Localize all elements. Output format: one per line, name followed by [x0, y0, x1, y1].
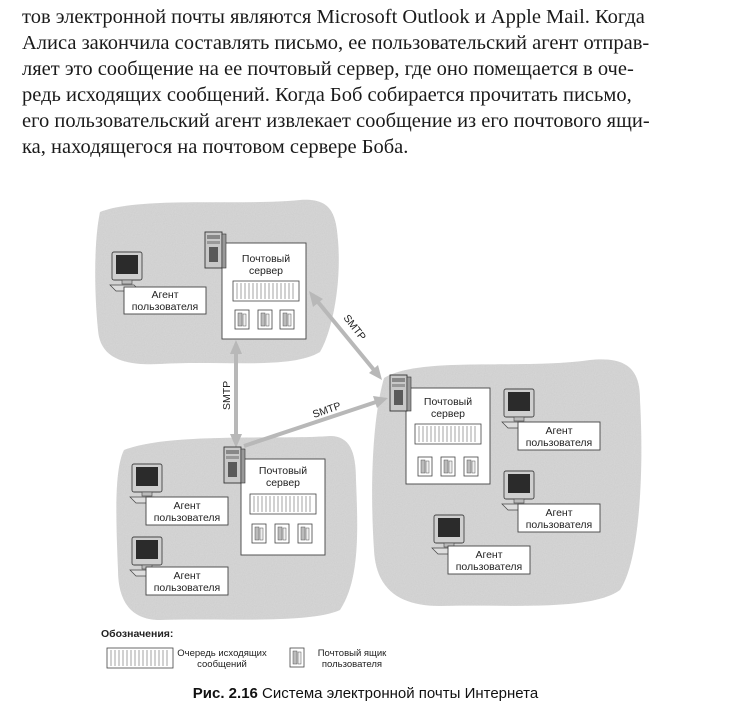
- user-agent-bottom-left-2: Агент пользователя: [129, 536, 229, 596]
- paragraph-line: его пользовательский агент извлекает соо…: [22, 110, 650, 132]
- paragraph-line: тов электронной почты являются Microsoft…: [22, 6, 645, 28]
- server-tower-icon: [389, 374, 412, 412]
- user-agent-right-1: Агент пользователя: [501, 388, 601, 451]
- caption-text: Система электронной почты Интернета: [257, 685, 539, 702]
- paragraph-line: ка, находящегося на почтовом сервере Боб…: [22, 136, 409, 158]
- user-agent-bottom-left-1: Агент пользователя: [129, 463, 229, 526]
- paragraph-line: Алиса закончила составлять письмо, ее по…: [22, 32, 650, 54]
- user-agent-top-left: Агент пользователя: [109, 251, 207, 315]
- legend-mailbox-icon: [289, 647, 305, 668]
- outgoing-queue-icon: [232, 280, 300, 302]
- agent-label-line1: Агент: [545, 507, 572, 519]
- server-label-line2: сервер: [431, 408, 465, 420]
- user-agent-right-2: Агент пользователя: [501, 470, 601, 533]
- mailbox-icon: [234, 309, 250, 330]
- mailbox-icon: [257, 309, 273, 330]
- caption-number: Рис. 2.16: [192, 685, 258, 702]
- smtp-label-diag-top: SMTP: [341, 312, 368, 342]
- legend-queue-label-line2: сообщений: [197, 659, 247, 670]
- paragraph-line: ляет это сообщение на ее почтовый сервер…: [22, 58, 634, 80]
- agent-label-line2: пользователя: [526, 519, 593, 531]
- mailbox-icon: [440, 456, 456, 477]
- server-label-line1: Почтовый: [424, 396, 472, 408]
- mailbox-icon: [463, 456, 479, 477]
- server-label-line2: сервер: [266, 477, 300, 489]
- mailbox-icon: [279, 309, 295, 330]
- server-label-line1: Почтовый: [259, 465, 307, 477]
- agent-label-line1: Агент: [173, 500, 200, 512]
- legend-queue-icon: [106, 647, 174, 669]
- user-agent-right-3: Агент пользователя: [431, 514, 531, 575]
- agent-label-line2: пользователя: [456, 561, 523, 573]
- smtp-arrow-diag-top: [309, 291, 382, 380]
- server-label-line1: Почтовый: [242, 253, 290, 265]
- agent-label-line2: пользователя: [154, 582, 221, 594]
- mailbox-icon: [297, 523, 313, 544]
- agent-label-line1: Агент: [173, 570, 200, 582]
- agent-label-line1: Агент: [475, 549, 502, 561]
- agent-label-line2: пользователя: [132, 301, 199, 313]
- smtp-arrow-vertical: [230, 340, 242, 448]
- mailbox-icon: [417, 456, 433, 477]
- paragraph-line: редь исходящих сообщений. Когда Боб соби…: [22, 84, 632, 106]
- outgoing-queue-icon: [249, 493, 317, 515]
- server-tower-icon: [204, 231, 227, 269]
- legend-mailbox-label-line2: пользователя: [322, 659, 382, 670]
- figure-caption: Рис. 2.16 Система электронной почты Инте…: [0, 685, 731, 702]
- mail-server-bottom-left: Почтовый сервер: [223, 446, 326, 556]
- legend-title: Обозначения:: [101, 628, 173, 640]
- legend-queue-label-line1: Очередь исходящих: [177, 648, 267, 659]
- agent-label-line2: пользователя: [154, 512, 221, 524]
- server-label-line2: сервер: [249, 265, 283, 277]
- mail-server-right: Почтовый сервер: [389, 374, 491, 485]
- mailbox-icon: [274, 523, 290, 544]
- mailbox-icon: [251, 523, 267, 544]
- mail-server-top-left: Почтовый сервер: [204, 231, 307, 340]
- server-tower-icon: [223, 446, 246, 484]
- agent-label-line2: пользователя: [526, 437, 593, 449]
- legend-mailbox-label-line1: Почтовый ящик: [318, 648, 387, 659]
- agent-label-line1: Агент: [151, 289, 178, 301]
- outgoing-queue-icon: [414, 423, 482, 445]
- body-paragraph: тов электронной почты являются Microsoft…: [22, 4, 712, 160]
- smtp-arrow-diag-bottom: [243, 396, 388, 448]
- agent-label-line1: Агент: [545, 425, 572, 437]
- legend: Обозначения: Очередь исходящих сообщений…: [101, 628, 387, 670]
- smtp-label-vertical: SMTP: [221, 381, 233, 410]
